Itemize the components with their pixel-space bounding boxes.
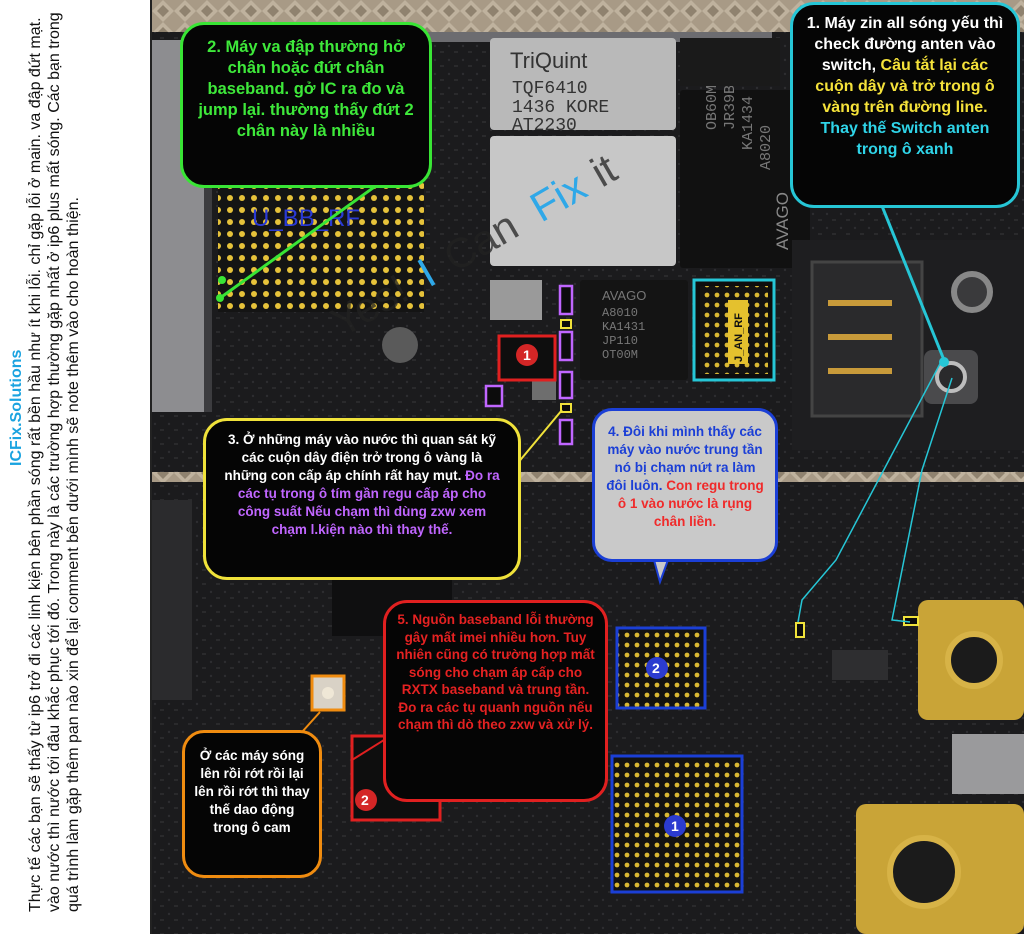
marker-red-2: 2 bbox=[361, 792, 369, 808]
note3-part-b: Đo ra các tụ trong ô tím gần regu cấp áp… bbox=[237, 468, 500, 537]
triquint-line1: TQF6410 bbox=[512, 79, 588, 99]
purple-boxes bbox=[484, 284, 574, 446]
note1-part-c: Thay thế Switch anten trong ô xanh bbox=[820, 120, 990, 158]
yellow-boxes-top bbox=[560, 319, 572, 413]
antenna-connector bbox=[935, 361, 967, 393]
callout-note-5: 5. Nguồn baseband lỗi thường gây mất ime… bbox=[383, 600, 608, 802]
callout-note-2: 2. Máy va đập thường hở chân hoặc đứt ch… bbox=[180, 22, 432, 188]
antenna-line bbox=[797, 359, 943, 623]
callout-note-4: 4. Đôi khi mình thấy các máy vào nước tr… bbox=[592, 408, 778, 562]
green-pointer bbox=[219, 178, 385, 300]
avago2-brand: AVAGO bbox=[602, 288, 646, 303]
switch-label: J_AN_RF bbox=[733, 313, 745, 362]
side-description-panel: ICFix.Solutions Thực tế các bạn sẽ thấy … bbox=[0, 0, 152, 934]
logic-board-photo: TriQuint TQF6410 1436 KORE AT2230 OB60M … bbox=[152, 0, 1024, 934]
note1-part-a: 1. Máy zin all sóng yếu thì check đường … bbox=[806, 15, 1004, 74]
side-description-text: Thực tế các bạn sẽ thấy từ ip6 trở đi cá… bbox=[27, 12, 82, 912]
avago1-line2: JR39B bbox=[722, 85, 739, 130]
avago2-line2: KA1431 bbox=[602, 320, 645, 334]
avago1-brand: AVAGO bbox=[773, 192, 792, 250]
marker-blue-2: 2 bbox=[652, 660, 660, 676]
triquint-line2: 1436 KORE bbox=[512, 98, 609, 118]
note4-part-b: Con regu trong ô 1 vào nước là rụng chân… bbox=[617, 478, 764, 529]
note4-part-a: 4. Đôi khi mình thấy các máy vào nước tr… bbox=[606, 424, 763, 493]
marker-blue-1: 1 bbox=[671, 818, 679, 834]
callout-note-6: Ở các máy sóng lên rồi rớt rồi lại lên r… bbox=[182, 730, 322, 878]
triquint-brand: TriQuint bbox=[510, 48, 587, 73]
avago2-line4: OT00M bbox=[602, 348, 638, 362]
callout-note-3: 3. Ở những máy vào nước thì quan sát kỹ … bbox=[203, 418, 521, 580]
note1-part-b: Câu tắt lại các cuộn dây và trở trong ô … bbox=[815, 57, 995, 116]
note3-part-a: 3. Ở những máy vào nước thì quan sát kỹ … bbox=[224, 432, 496, 483]
avago2-line1: A8010 bbox=[602, 306, 638, 320]
callout-note-1: 1. Máy zin all sóng yếu thì check đường … bbox=[790, 2, 1020, 208]
avago1-line3: KA1434 bbox=[740, 96, 757, 150]
triquint-chip bbox=[490, 38, 676, 130]
triquint-line3: AT2230 bbox=[512, 116, 577, 136]
marker-red-1: 1 bbox=[523, 347, 531, 363]
avago1-line1: OB60M bbox=[704, 85, 721, 130]
avago2-line3: JP110 bbox=[602, 334, 638, 348]
brand-label: ICFix.Solutions bbox=[8, 349, 25, 466]
avago-chip-small bbox=[580, 280, 688, 380]
avago-chip-top bbox=[680, 90, 810, 268]
avago1-line4: A8020 bbox=[758, 125, 775, 170]
